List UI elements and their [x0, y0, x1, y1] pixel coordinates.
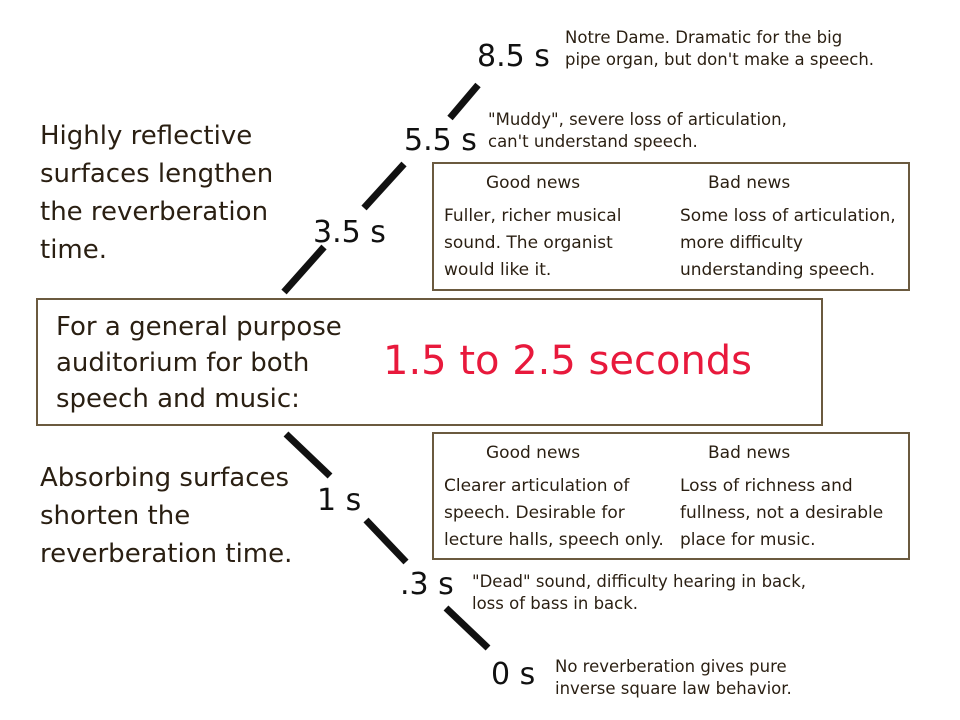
connector-upper-1 — [281, 244, 327, 295]
connector-upper-3 — [447, 82, 481, 121]
note-5-5: "Muddy", severe loss of articulation, ca… — [488, 109, 787, 153]
side-line: the reverberation — [40, 197, 269, 227]
note-line: "Muddy", severe loss of articulation, — [488, 110, 787, 129]
upper-news-box: Good news Bad news Fuller, richer musica… — [432, 162, 910, 291]
cell-line: fullness, not a desirable — [680, 503, 884, 523]
cell-line: understanding speech. — [680, 260, 876, 280]
good-news-text: Clearer articulation of speech. Desirabl… — [444, 473, 664, 554]
side-line: time. — [40, 235, 108, 265]
bad-news-header: Bad news — [708, 173, 791, 193]
note-0: No reverberation gives pure inverse squa… — [555, 656, 792, 700]
time-label-3-5: 3.5 s — [313, 215, 386, 250]
note-8-5: Notre Dame. Dramatic for the big pipe or… — [565, 27, 874, 71]
good-news-header: Good news — [486, 173, 581, 193]
bad-news-header: Bad news — [708, 443, 791, 463]
note-line: loss of bass in back. — [472, 594, 639, 613]
cell-line: more difficulty — [680, 233, 803, 253]
cell-line: Clearer articulation of — [444, 476, 630, 496]
cell-line: Some loss of articulation, — [680, 206, 896, 226]
bad-news-text: Some loss of articulation, more difficul… — [680, 203, 896, 284]
cell-line: Loss of richness and — [680, 476, 853, 496]
note-0-3: "Dead" sound, difficulty hearing in back… — [472, 571, 806, 615]
time-label-0: 0 s — [491, 657, 536, 692]
side-line: Absorbing surfaces — [40, 463, 290, 493]
cell-line: place for music. — [680, 530, 816, 550]
time-label-5-5: 5.5 s — [404, 123, 477, 158]
cell-line: Fuller, richer musical — [444, 206, 622, 226]
time-label-8-5: 8.5 s — [477, 39, 550, 74]
bad-news-text: Loss of richness and fullness, not a des… — [680, 473, 883, 554]
note-line: No reverberation gives pure — [555, 657, 787, 676]
main-line: speech and music: — [56, 384, 300, 414]
lower-news-box: Good news Bad news Clearer articulation … — [432, 432, 910, 560]
recommended-reverberation-time: 1.5 to 2.5 seconds — [383, 338, 753, 384]
side-line: reverberation time. — [40, 539, 293, 569]
side-line: Highly reflective — [40, 121, 253, 151]
cell-line: would like it. — [444, 260, 552, 280]
time-label-1: 1 s — [317, 483, 362, 518]
main-line: For a general purpose — [56, 312, 342, 342]
side-line: shorten the — [40, 501, 191, 531]
cell-line: speech. Desirable for — [444, 503, 625, 523]
time-label-0-3: .3 s — [400, 567, 454, 602]
cell-line: sound. The organist — [444, 233, 613, 253]
connector-lower-3 — [443, 605, 491, 651]
connector-upper-2 — [361, 161, 407, 211]
note-line: "Dead" sound, difficulty hearing in back… — [472, 572, 807, 591]
general-purpose-description: For a general purpose auditorium for bot… — [56, 309, 342, 417]
side-line: surfaces lengthen — [40, 159, 274, 189]
good-news-text: Fuller, richer musical sound. The organi… — [444, 203, 621, 284]
note-line: inverse square law behavior. — [555, 679, 792, 698]
connector-lower-2 — [363, 517, 409, 565]
main-line: auditorium for both — [56, 348, 310, 378]
connector-lower-1 — [283, 431, 333, 479]
reflective-surfaces-label: Highly reflective surfaces lengthen the … — [40, 117, 273, 269]
note-line: pipe organ, but don't make a speech. — [565, 50, 875, 69]
note-line: can't understand speech. — [488, 132, 698, 151]
good-news-header: Good news — [486, 443, 581, 463]
absorbing-surfaces-label: Absorbing surfaces shorten the reverbera… — [40, 459, 292, 573]
cell-line: lecture halls, speech only. — [444, 530, 664, 550]
general-purpose-box: For a general purpose auditorium for bot… — [36, 298, 823, 426]
note-line: Notre Dame. Dramatic for the big — [565, 28, 843, 47]
